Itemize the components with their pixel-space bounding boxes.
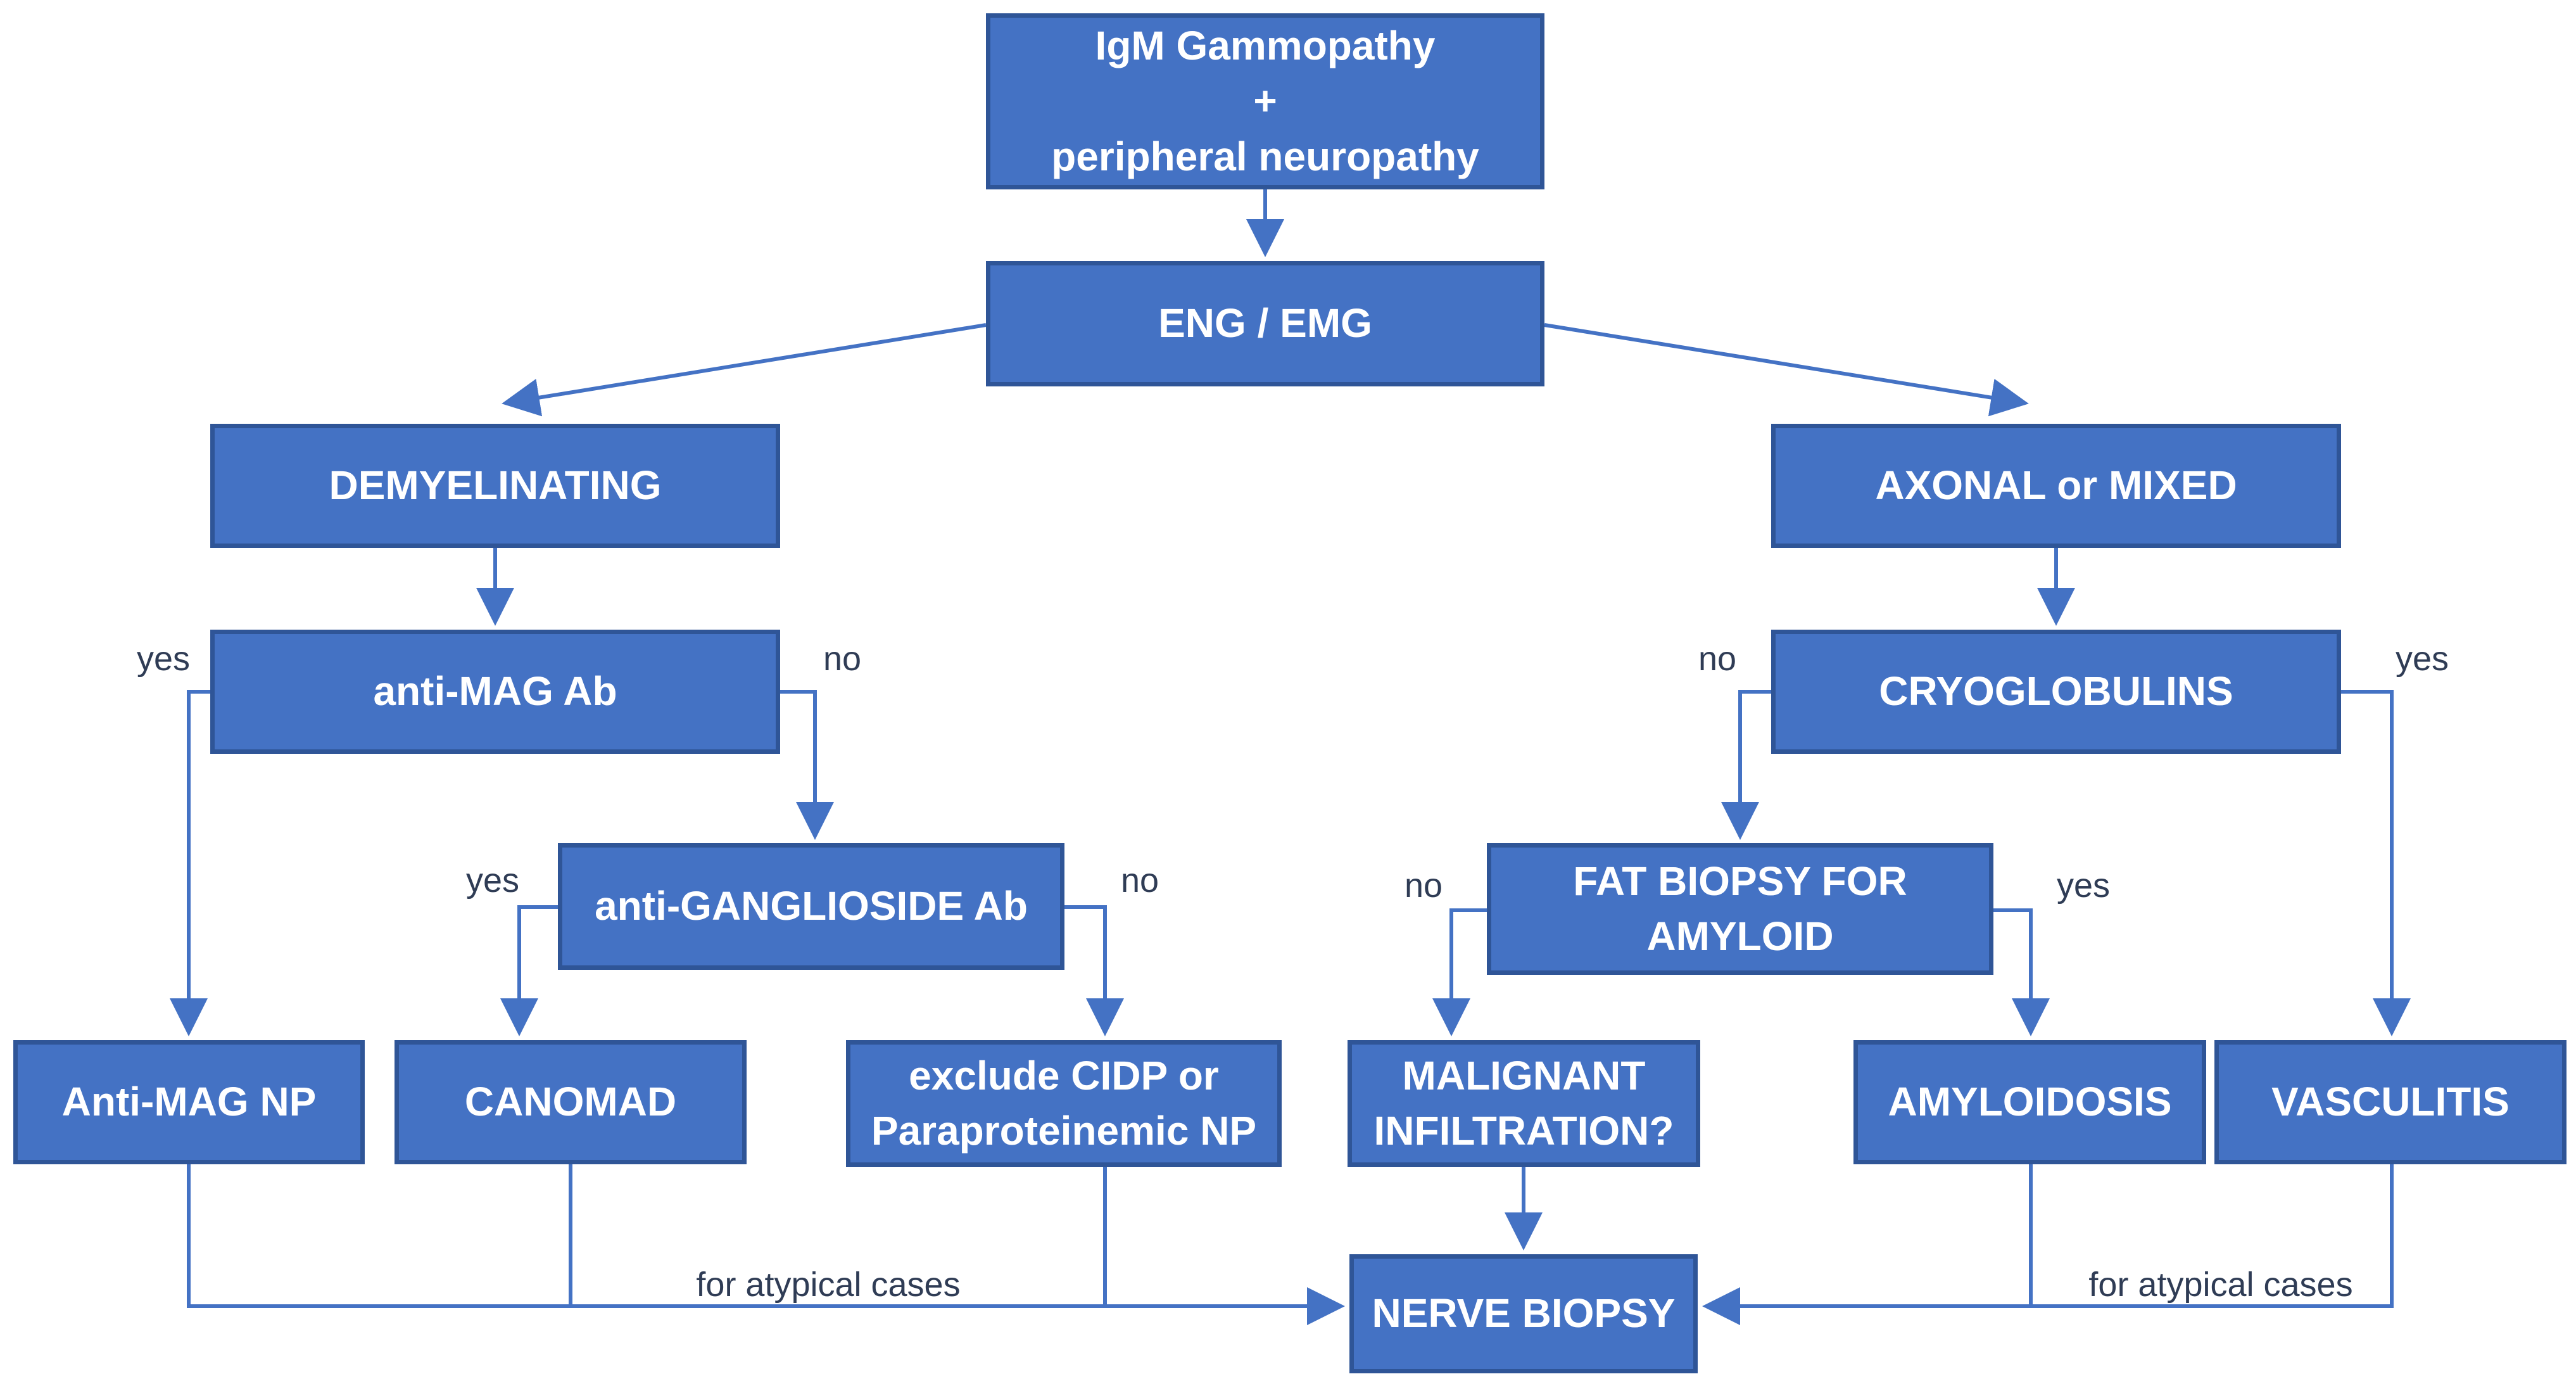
node-label-anti-ganglioside-ab: anti-GANGLIOSIDE Ab xyxy=(595,883,1028,929)
connector-cryo-yes-branch xyxy=(2341,690,2411,1036)
connector-antimag-yes-branch xyxy=(170,690,210,1036)
connector-antimag-no-branch xyxy=(780,690,834,840)
node-label-anti-mag-ab: anti-MAG Ab xyxy=(373,668,617,715)
connector-eng-to-demyelinating xyxy=(502,323,987,417)
node-label-demyelinating: DEMYELINATING xyxy=(329,462,662,509)
connector-fat-yes-branch xyxy=(1993,908,2050,1036)
edge-label-cryoglobulins-yes: yes xyxy=(2395,640,2449,678)
edge-label-ganglioside-no: no xyxy=(1120,861,1159,900)
annotation-atypical-left: for atypical cases xyxy=(696,1266,961,1304)
connector-cryo-no-branch xyxy=(1721,690,1771,840)
node-anti-mag-np: Anti-MAG NP xyxy=(13,1040,365,1164)
node-axonal-or-mixed: AXONAL or MIXED xyxy=(1771,424,2341,548)
edge-label-ganglioside-yes: yes xyxy=(465,861,520,900)
edge-label-fat-biopsy-no: no xyxy=(1404,867,1443,905)
node-label-start: IgM Gammopathy + peripheral neuropathy xyxy=(1051,23,1479,179)
connector-ganglioside-yes-branch xyxy=(500,905,558,1036)
node-fat-biopsy: FAT BIOPSY FOR AMYLOID xyxy=(1487,843,1993,975)
node-label-axonal-or-mixed: AXONAL or MIXED xyxy=(1875,462,2237,509)
node-label-nerve-biopsy: NERVE BIOPSY xyxy=(1372,1290,1676,1337)
node-label-anti-mag-np: Anti-MAG NP xyxy=(61,1079,317,1125)
node-anti-ganglioside-ab: anti-GANGLIOSIDE Ab xyxy=(558,843,1064,970)
connector-ganglioside-no-branch xyxy=(1064,905,1124,1036)
node-malignant: MALIGNANT INFILTRATION? xyxy=(1348,1040,1700,1167)
node-label-vasculitis: VASCULITIS xyxy=(2271,1079,2510,1125)
node-eng-emg: ENG / EMG xyxy=(986,261,1544,386)
edge-label-anti-mag-yes: yes xyxy=(136,640,191,678)
node-label-cryoglobulins: CRYOGLOBULINS xyxy=(1879,668,2233,715)
annotation-atypical-right: for atypical cases xyxy=(2088,1266,2353,1304)
node-canomad: CANOMAD xyxy=(395,1040,747,1164)
node-cryoglobulins: CRYOGLOBULINS xyxy=(1771,630,2341,754)
node-label-eng-emg: ENG / EMG xyxy=(1158,300,1372,346)
node-nerve-biopsy: NERVE BIOPSY xyxy=(1349,1254,1698,1373)
node-label-malignant: MALIGNANT INFILTRATION? xyxy=(1373,1052,1674,1154)
edge-label-cryoglobulins-no: no xyxy=(1698,640,1737,678)
node-demyelinating: DEMYELINATING xyxy=(210,424,780,548)
node-label-canomad: CANOMAD xyxy=(464,1079,677,1125)
node-label-amyloidosis: AMYLOIDOSIS xyxy=(1888,1079,2172,1125)
edge-label-fat-biopsy-yes: yes xyxy=(2056,867,2111,905)
connector-fat-no-branch xyxy=(1432,908,1487,1036)
node-amyloidosis: AMYLOIDOSIS xyxy=(1853,1040,2206,1164)
node-label-fat-biopsy: FAT BIOPSY FOR AMYLOID xyxy=(1573,858,1907,959)
node-vasculitis: VASCULITIS xyxy=(2214,1040,2567,1164)
node-label-exclude-cidp: exclude CIDP or Paraproteinemic NP xyxy=(871,1052,1257,1154)
node-start: IgM Gammopathy + peripheral neuropathy xyxy=(986,13,1544,189)
edge-label-anti-mag-no: no xyxy=(823,640,862,678)
connector-eng-to-axonal xyxy=(1544,323,2029,417)
node-exclude-cidp: exclude CIDP or Paraproteinemic NP xyxy=(846,1040,1282,1167)
node-anti-mag-ab: anti-MAG Ab xyxy=(210,630,780,754)
